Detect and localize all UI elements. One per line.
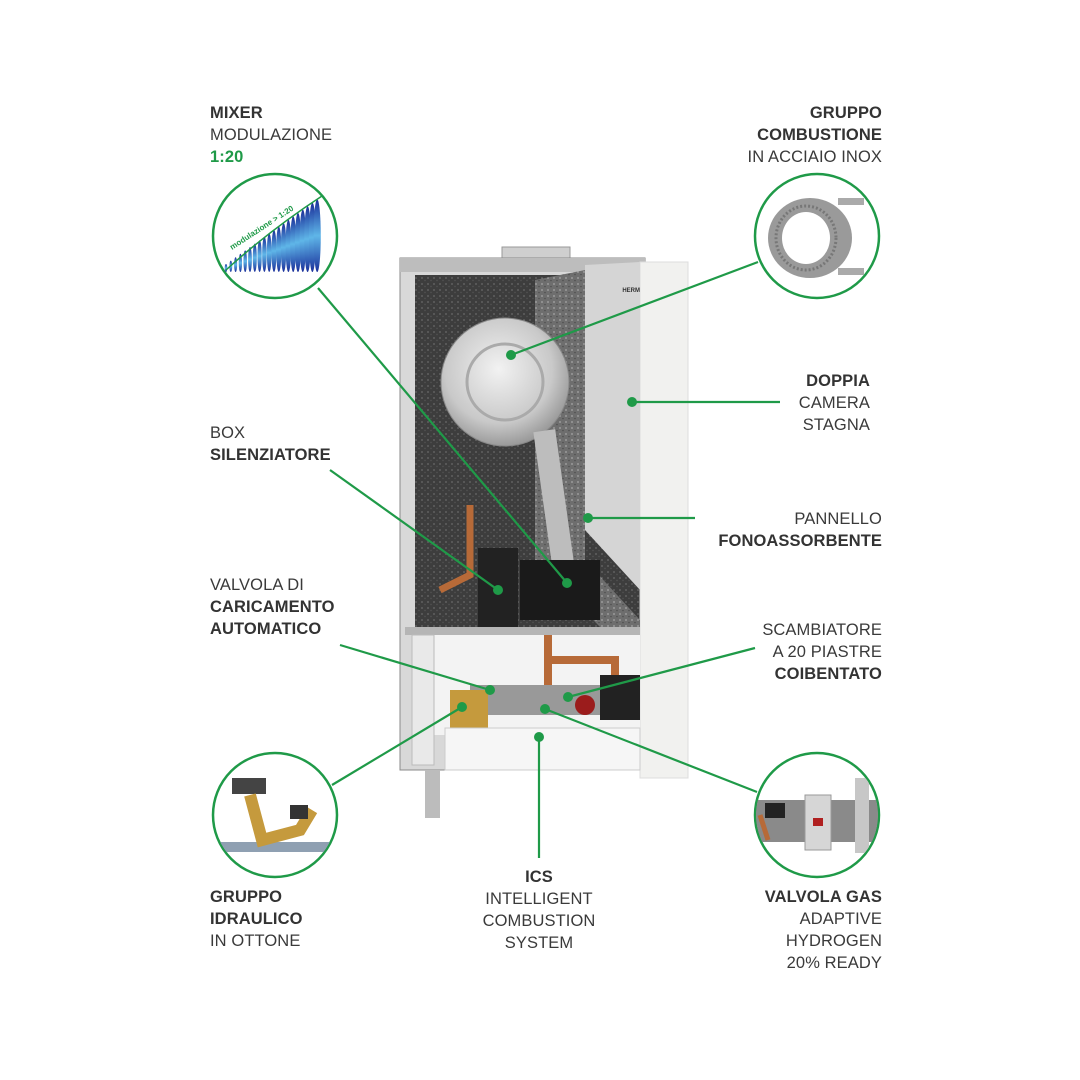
flame-icon xyxy=(276,226,282,272)
leader-lines xyxy=(317,260,780,858)
label-line: HYDROGEN xyxy=(785,932,882,950)
label-line: DOPPIA xyxy=(806,372,870,390)
flame-icon xyxy=(257,240,262,272)
label-line: A 20 PIASTRE xyxy=(772,643,882,661)
combustione-inset xyxy=(753,172,881,300)
label-line: GRUPPO xyxy=(809,104,882,122)
label-line: AUTOMATICO xyxy=(210,620,322,638)
flame-icon xyxy=(243,250,247,272)
label-line: VALVOLA DI xyxy=(210,576,304,594)
flame-icon xyxy=(271,230,277,272)
label-line: STAGNA xyxy=(802,416,870,434)
label-line: MODULAZIONE xyxy=(210,126,333,144)
label-line: SCAMBIATORE xyxy=(762,621,882,639)
label-line: 20% READY xyxy=(786,954,882,972)
label-gruppo-combustione: GRUPPO COMBUSTIONE IN ACCIAIO INOX xyxy=(748,102,882,168)
label-gruppo-idraulico: GRUPPO IDRAULICO IN OTTONE xyxy=(210,886,303,952)
label-line: SILENZIATORE xyxy=(210,446,331,464)
flame-icon xyxy=(313,199,321,272)
label-line: MIXER xyxy=(210,104,263,122)
label-line: COMBUSTION xyxy=(482,912,596,930)
label-line: ADAPTIVE xyxy=(799,910,882,928)
flame-icon xyxy=(252,243,257,272)
label-mixer: MIXER MODULAZIONE 1:20 xyxy=(210,102,332,168)
label-pannello: PANNELLO FONOASSORBENTE xyxy=(718,508,882,552)
mixer-inset: modulazione > 1:20 xyxy=(211,172,339,300)
label-line: IDRAULICO xyxy=(210,910,303,928)
flame-icon xyxy=(224,264,228,272)
flame-icon xyxy=(266,233,272,272)
leader-dots xyxy=(457,350,637,742)
label-valvola-caricamento: VALVOLA DI CARICAMENTO AUTOMATICO xyxy=(210,574,335,640)
label-line: IN OTTONE xyxy=(210,932,301,950)
label-line: GRUPPO xyxy=(210,888,283,906)
label-line: VALVOLA GAS xyxy=(764,888,882,906)
label-line: 1:20 xyxy=(210,148,244,166)
label-box-silenziatore: BOX SILENZIATORE xyxy=(210,422,331,466)
flame-icon xyxy=(280,223,287,272)
flame-icon xyxy=(304,206,311,272)
flame-icon xyxy=(290,216,297,272)
label-line: CAMERA xyxy=(798,394,870,412)
label-line: CARICAMENTO xyxy=(210,598,335,616)
boiler-body: HERM xyxy=(399,246,689,818)
flame-icon xyxy=(299,209,307,272)
label-line: INTELLIGENT xyxy=(485,890,593,908)
label-scambiatore: SCAMBIATORE A 20 PIASTRE COIBENTATO xyxy=(762,619,882,685)
label-line: FONOASSORBENTE xyxy=(718,532,882,550)
flame-icon xyxy=(262,236,267,272)
flame-icon xyxy=(248,247,252,272)
label-ics: ICS INTELLIGENT COMBUSTION SYSTEM xyxy=(459,866,619,954)
label-line: BOX xyxy=(210,424,246,442)
label-line: PANNELLO xyxy=(794,510,882,528)
gas-valve-inset xyxy=(753,751,881,879)
flame-icon xyxy=(234,257,238,272)
label-line: IN ACCIAIO INOX xyxy=(747,148,882,166)
label-line: COIBENTATO xyxy=(774,665,882,683)
label-line: SYSTEM xyxy=(504,934,574,952)
label-doppia-camera: DOPPIA CAMERA STAGNA xyxy=(799,370,870,436)
label-valvola-gas: VALVOLA GAS ADAPTIVE HYDROGEN 20% READY xyxy=(765,886,882,974)
flame-icon xyxy=(294,213,302,272)
flame-icon xyxy=(285,219,292,272)
label-line: ICS xyxy=(525,868,553,886)
brand-fragment: HERM xyxy=(622,288,640,294)
idraulico-inset xyxy=(211,751,339,879)
label-line: COMBUSTIONE xyxy=(757,126,882,144)
